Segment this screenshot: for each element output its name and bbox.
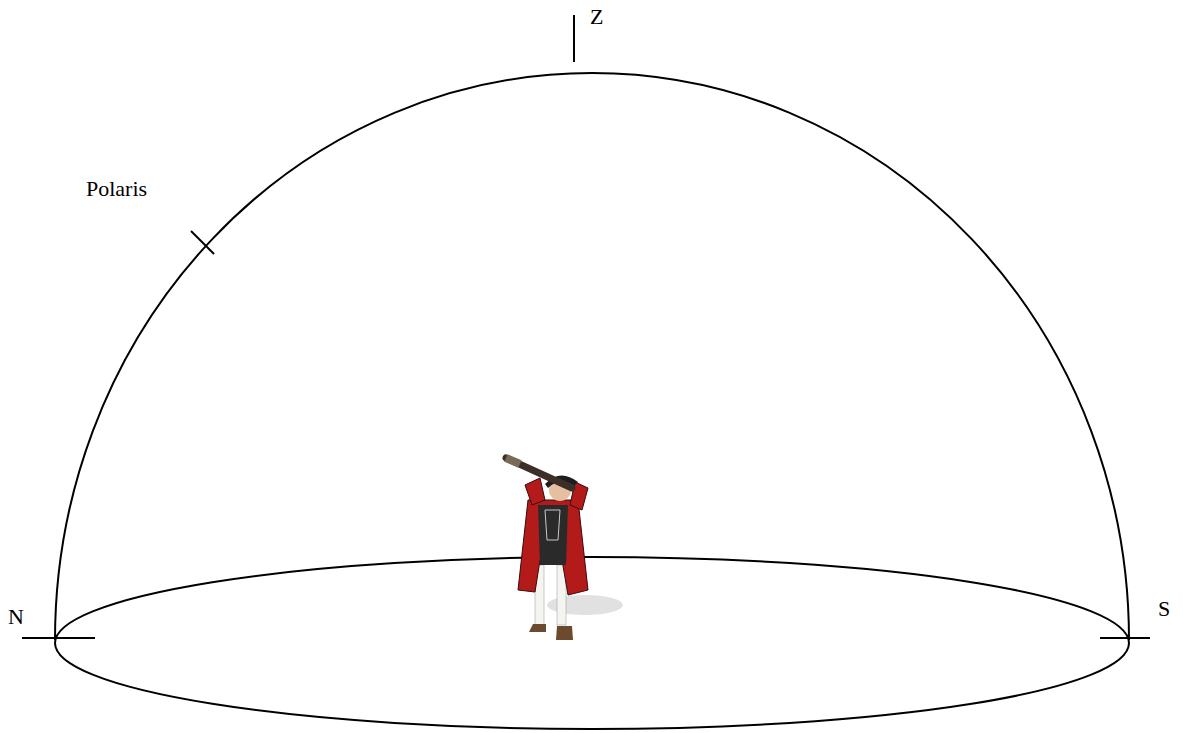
- arm: [525, 478, 545, 505]
- zenith-tick: [573, 15, 575, 62]
- sphere-label: S: [1158, 598, 1170, 620]
- sphere-label: Z: [590, 6, 603, 28]
- coat: [518, 500, 588, 595]
- north-tick: [22, 637, 95, 639]
- south-tick: [1100, 637, 1150, 639]
- telescope: [506, 458, 572, 488]
- chain: [545, 510, 560, 540]
- sphere-label: Polaris: [86, 178, 147, 200]
- observer-figure: [506, 458, 623, 640]
- doublet: [538, 505, 568, 565]
- sphere-label: N: [8, 606, 24, 628]
- polaris-tick: [191, 231, 214, 254]
- sky-dome: [55, 73, 1129, 640]
- shoe: [556, 626, 573, 640]
- shoe: [529, 624, 546, 632]
- telescope-lens: [506, 458, 520, 464]
- horizon-ellipse: [55, 557, 1129, 729]
